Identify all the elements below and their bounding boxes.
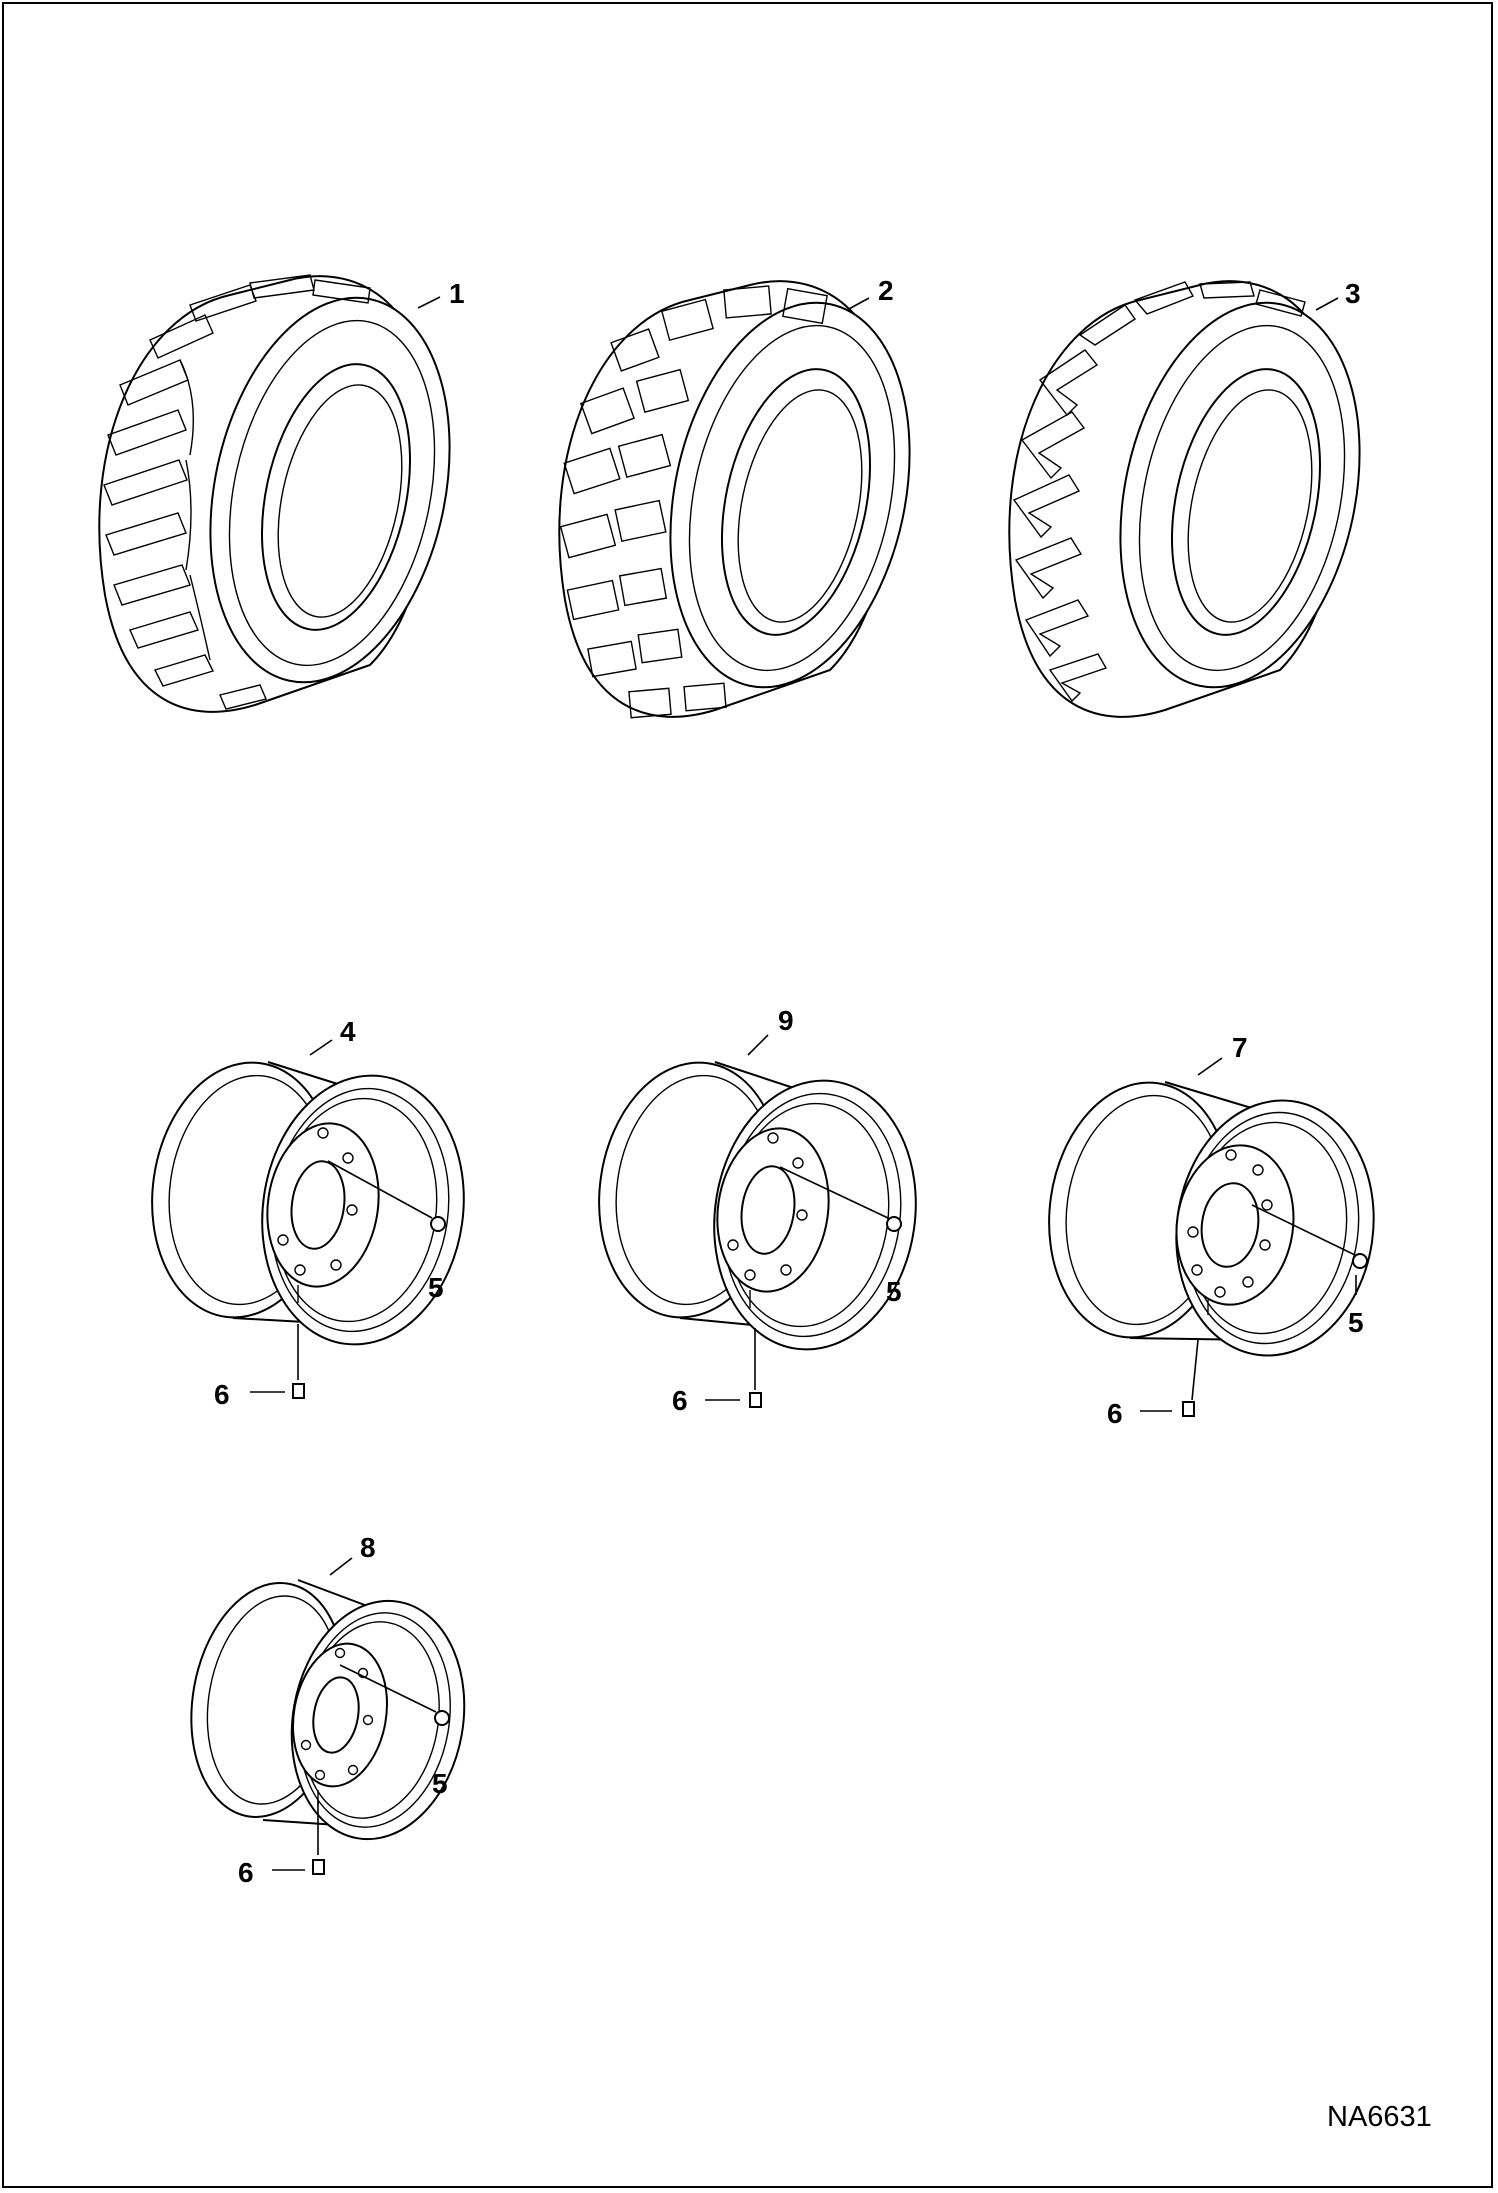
leader-line-2 bbox=[846, 297, 870, 311]
wheel-8-illustration bbox=[190, 1579, 466, 1841]
lug-nut-icon bbox=[434, 1710, 450, 1726]
tire-1-illustration bbox=[98, 274, 485, 713]
callout-valve-wheel-7: 6 bbox=[1107, 1398, 1123, 1429]
wheel-9-hardware bbox=[705, 1166, 902, 1408]
callout-nut-wheel-7: 5 bbox=[1348, 1307, 1364, 1338]
callout-nut-wheel-9: 5 bbox=[886, 1276, 902, 1307]
leader-line-8 bbox=[329, 1557, 353, 1576]
valve-stem-icon bbox=[312, 1859, 325, 1875]
tire-2-illustration bbox=[558, 279, 945, 719]
lug-nut-icon bbox=[430, 1216, 446, 1232]
wheel-4-illustration bbox=[151, 1061, 465, 1346]
valve-stem-icon bbox=[292, 1383, 305, 1399]
wheel-4-hardware bbox=[250, 1160, 446, 1399]
leader-line-1 bbox=[417, 296, 441, 309]
callout-tire-2: 2 bbox=[878, 275, 894, 306]
wheel-7-hardware bbox=[1140, 1204, 1368, 1417]
callout-nut-wheel-4: 5 bbox=[428, 1272, 444, 1303]
callout-valve-wheel-8: 6 bbox=[238, 1857, 254, 1888]
callout-valve-wheel-9: 6 bbox=[672, 1385, 688, 1416]
callout-wheel-7: 7 bbox=[1232, 1032, 1248, 1063]
callout-valve-wheel-4: 6 bbox=[214, 1379, 230, 1410]
callout-wheel-8: 8 bbox=[360, 1532, 376, 1563]
callout-nut-wheel-8: 5 bbox=[432, 1768, 448, 1799]
wheel-9-illustration bbox=[598, 1061, 917, 1351]
callout-wheel-4: 4 bbox=[340, 1016, 356, 1047]
lug-nut-icon bbox=[1352, 1253, 1368, 1269]
drawing-code: NA6631 bbox=[1327, 2101, 1432, 2133]
leader-line-3 bbox=[1315, 297, 1339, 311]
leader-line-7 bbox=[1197, 1057, 1223, 1076]
callout-tire-1: 1 bbox=[449, 278, 465, 309]
leader-line-9 bbox=[747, 1034, 769, 1056]
valve-stem-icon bbox=[1182, 1401, 1195, 1417]
tire-3-illustration bbox=[1008, 279, 1395, 718]
wheel-8-hardware bbox=[272, 1664, 450, 1875]
valve-stem-icon bbox=[749, 1392, 762, 1408]
callout-tire-3: 3 bbox=[1345, 278, 1361, 309]
leader-line-4 bbox=[309, 1039, 333, 1056]
wheel-7-illustration bbox=[1048, 1081, 1375, 1357]
lug-nut-icon bbox=[886, 1216, 902, 1232]
callout-wheel-9: 9 bbox=[778, 1005, 794, 1036]
